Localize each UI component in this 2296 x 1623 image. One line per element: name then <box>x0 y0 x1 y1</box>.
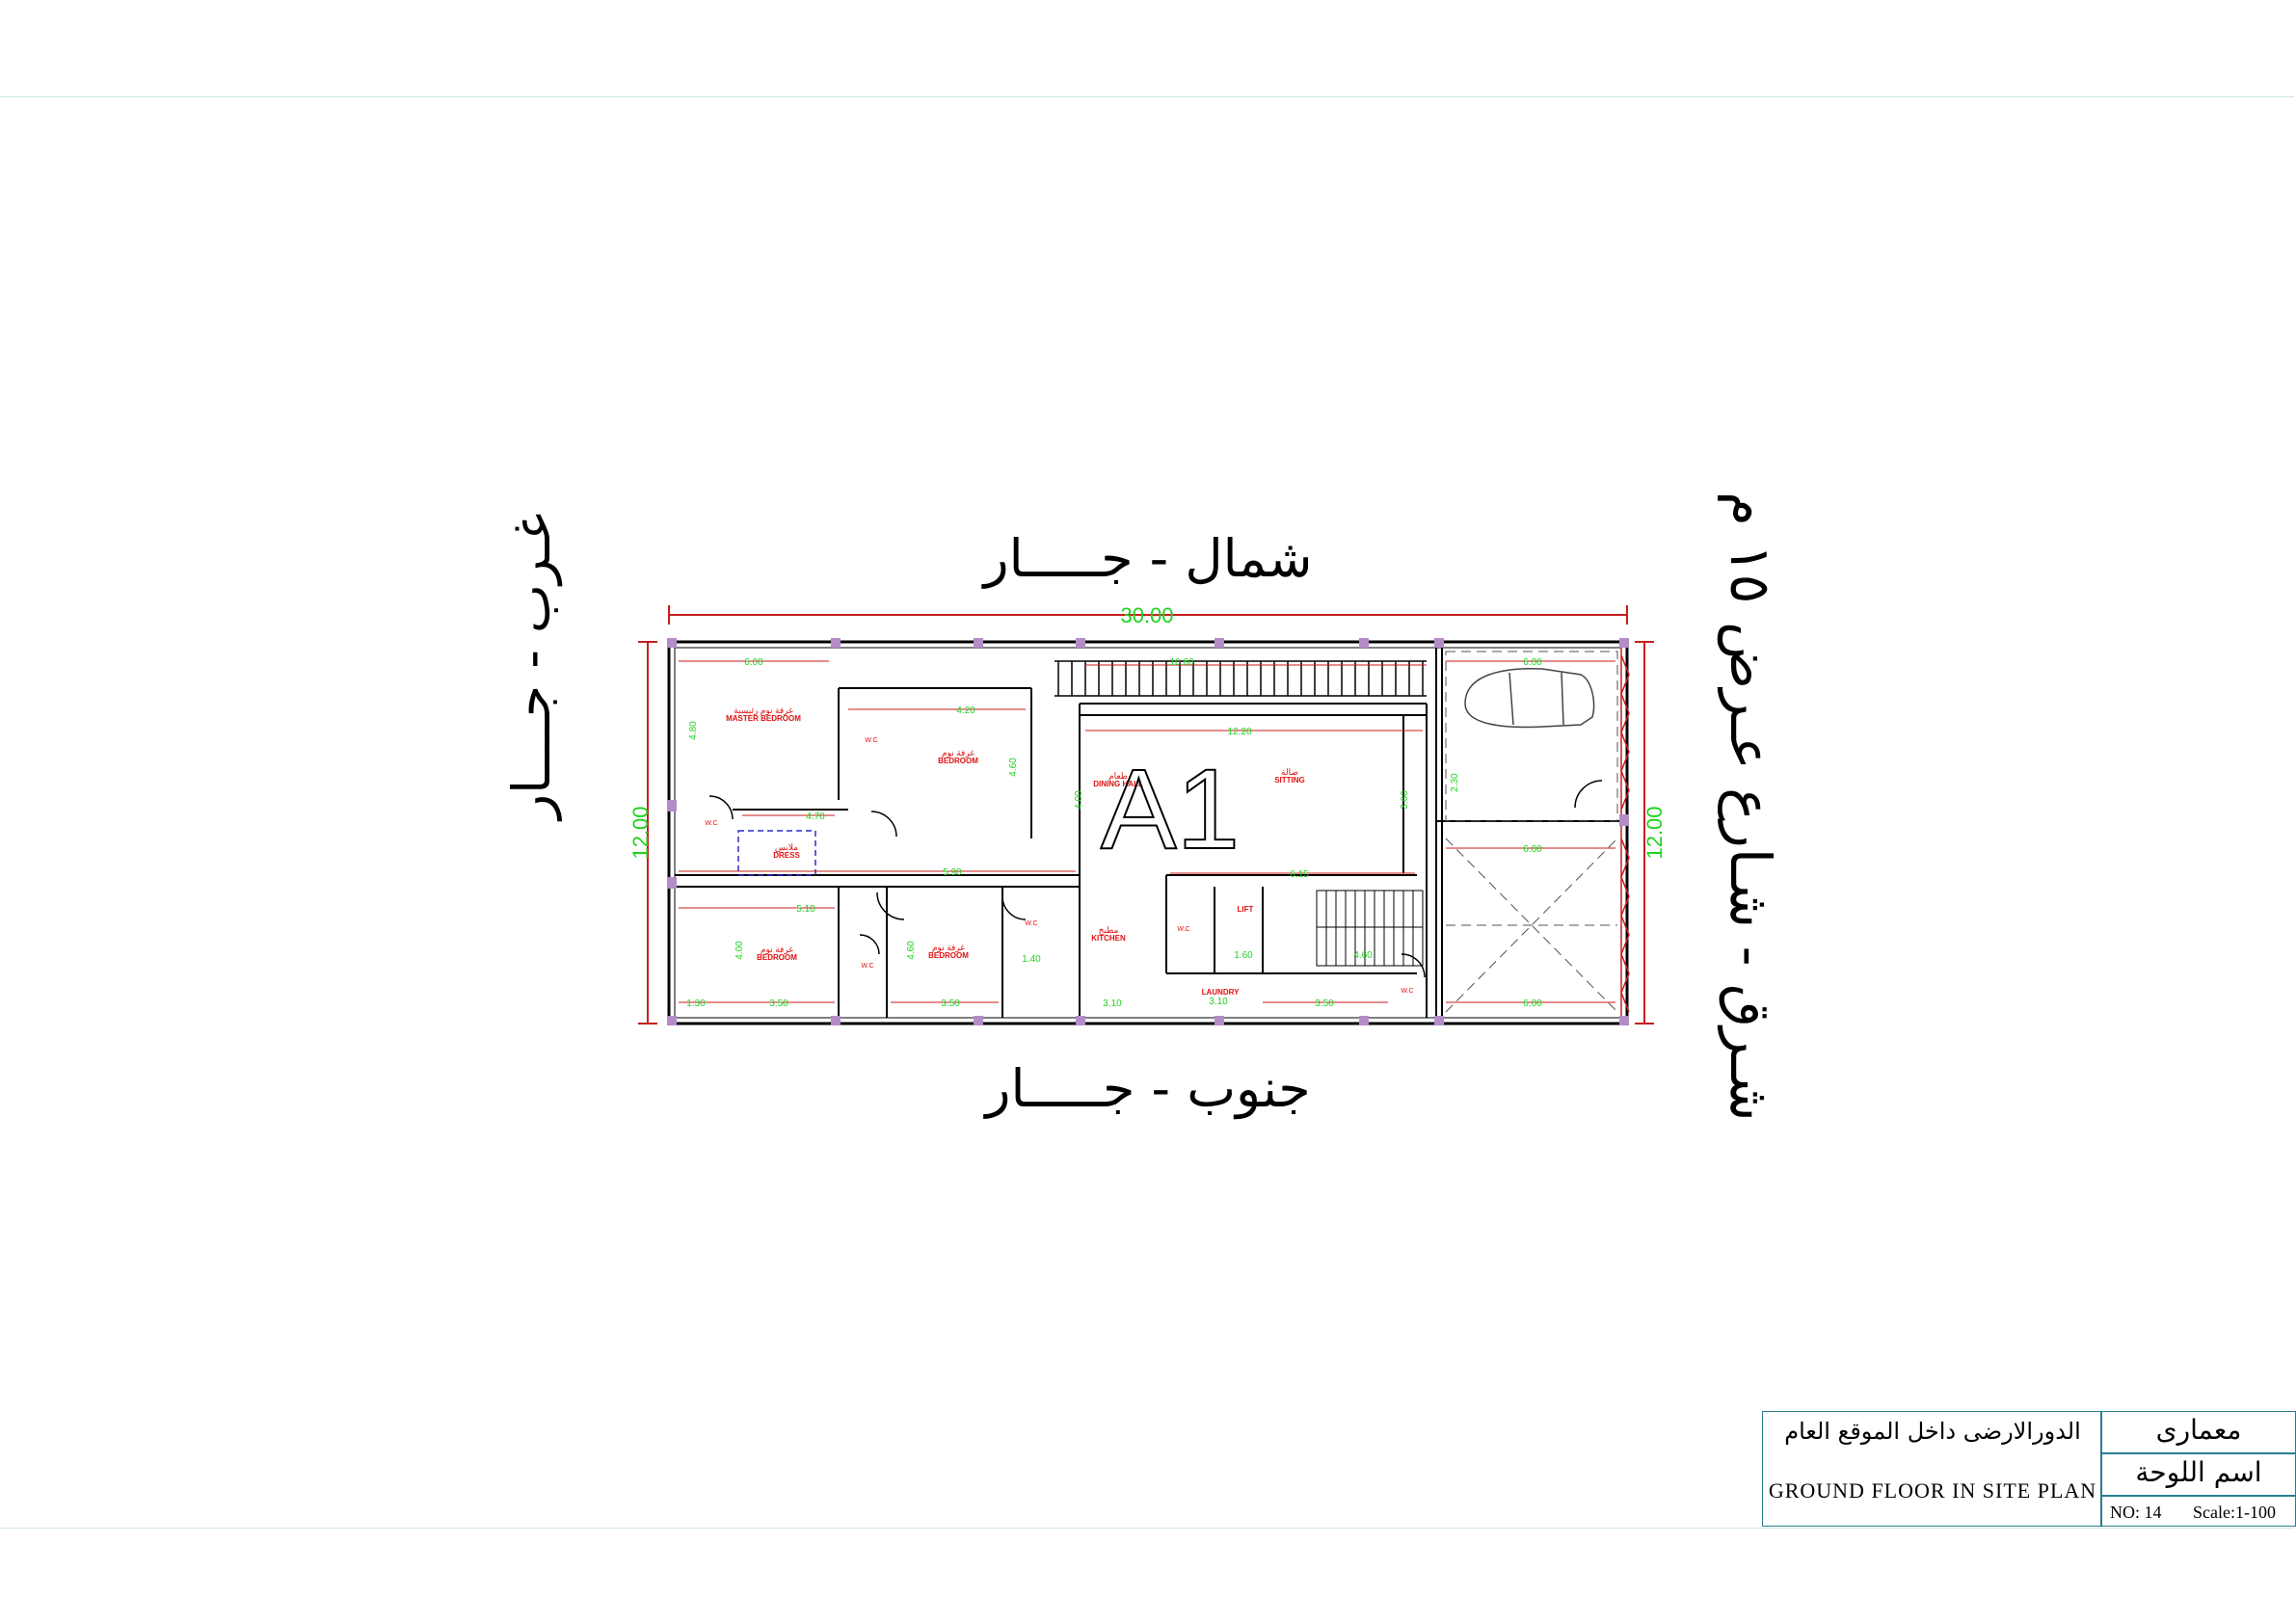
sheet-name-cell: اسم اللوحة <box>2101 1453 2296 1496</box>
dim-text: 4.70 <box>806 812 825 822</box>
room-name-en: BEDROOM <box>757 953 797 962</box>
dim-text: 4.60 <box>1008 758 1019 777</box>
room-name-ar: طعام <box>1108 771 1128 782</box>
sheet-scale: Scale:1-100 <box>2193 1503 2276 1522</box>
dim-text: 3.50 <box>941 998 960 1009</box>
dim-text: 6.00 <box>1523 657 1542 668</box>
room-name-en: DRESS <box>773 851 800 860</box>
overall-width-dim: 30.00 <box>1120 603 1173 627</box>
dim-text: 6.15 <box>1290 869 1309 880</box>
dim-text: 4.60 <box>1353 950 1373 961</box>
room-name-en: DINING HALL <box>1093 780 1143 788</box>
north-label: شمال - جـــــار <box>983 528 1313 589</box>
dim-text: 4.60 <box>906 941 917 960</box>
car-icon <box>1464 667 1595 729</box>
meta-cell: NO: 14 Scale:1-100 <box>2101 1496 2296 1527</box>
dim-text: 1.40 <box>1022 954 1041 965</box>
room-name-ar: غرفة نوم <box>761 945 793 955</box>
wc-label: W.C <box>1401 988 1413 995</box>
dim-text: 12.20 <box>1227 727 1251 737</box>
room-name-ar: صالة <box>1281 767 1298 777</box>
dim-text: 1.60 <box>1234 950 1253 961</box>
room-name-en: LAUNDRY <box>1202 988 1240 997</box>
room-name-en: KITCHEN <box>1091 934 1126 943</box>
dim-text: 3.50 <box>1315 998 1334 1009</box>
room-name-ar: غرفة نوم رئيسية <box>734 705 793 716</box>
dim-text: 4.20 <box>956 705 975 716</box>
wc-label: W.C <box>705 820 717 827</box>
room-name-en: BEDROOM <box>938 757 978 765</box>
room-name-en: MASTER BEDROOM <box>726 714 801 723</box>
overall-depth-dim-left: 12.00 <box>628 806 653 859</box>
title-block: الدورالارضى داخل الموقع العام GROUND FLO… <box>1762 1411 2296 1527</box>
discipline-label: معمارى <box>2155 1414 2242 1446</box>
dim-text: 10.60 <box>1169 657 1193 668</box>
wc-label: W.C <box>1177 926 1189 933</box>
dim-text: 4.00 <box>734 941 745 960</box>
building-label: A1 <box>1101 746 1240 873</box>
dim-text: 1.30 <box>686 998 706 1009</box>
room-name-en: BEDROOM <box>928 951 969 960</box>
dim-text: 4.80 <box>688 721 699 740</box>
room-name-ar: غرفة نوم <box>942 748 974 758</box>
south-label: جنوب - جـــــار <box>985 1058 1311 1119</box>
sheet-title-en: GROUND FLOOR IN SITE PLAN <box>1768 1478 2097 1503</box>
dim-text: 3.60 <box>1400 790 1410 810</box>
title-cell: الدورالارضى داخل الموقع العام GROUND FLO… <box>1762 1411 2101 1527</box>
wc-label: W.C <box>1025 920 1037 927</box>
room-name-en: LIFT <box>1238 905 1254 914</box>
dim-text: 3.10 <box>1103 998 1122 1009</box>
sheet-frame <box>0 96 2294 1529</box>
dim-text: 6.00 <box>744 657 763 668</box>
sheet-title-ar: الدورالارضى داخل الموقع العام <box>1784 1418 2081 1445</box>
sheet-number: NO: 14 <box>2110 1503 2162 1522</box>
dim-text: 3.10 <box>1209 997 1228 1007</box>
overall-depth-dim-right: 12.00 <box>1642 806 1667 859</box>
room-name-ar: غرفة نوم <box>932 943 965 953</box>
dim-text: 6.00 <box>1523 844 1542 855</box>
room-name-ar: مطبخ <box>1099 925 1119 936</box>
dim-text: 5.90 <box>943 867 962 878</box>
room-name-en: SITTING <box>1274 776 1305 785</box>
dim-text: 5.10 <box>796 904 815 915</box>
wc-label: W.C <box>865 737 877 744</box>
dim-text: 3.50 <box>769 998 788 1009</box>
sheet-name-label: اسم اللوحة <box>2135 1456 2262 1488</box>
discipline-cell: معمارى <box>2101 1411 2296 1453</box>
room-name-ar: ملابس <box>775 842 798 853</box>
wc-label: W.C <box>861 963 873 970</box>
dim-text: 4.00 <box>1074 790 1084 810</box>
dim-text: 6.00 <box>1523 998 1542 1009</box>
dim-text: 2.30 <box>1450 773 1460 792</box>
